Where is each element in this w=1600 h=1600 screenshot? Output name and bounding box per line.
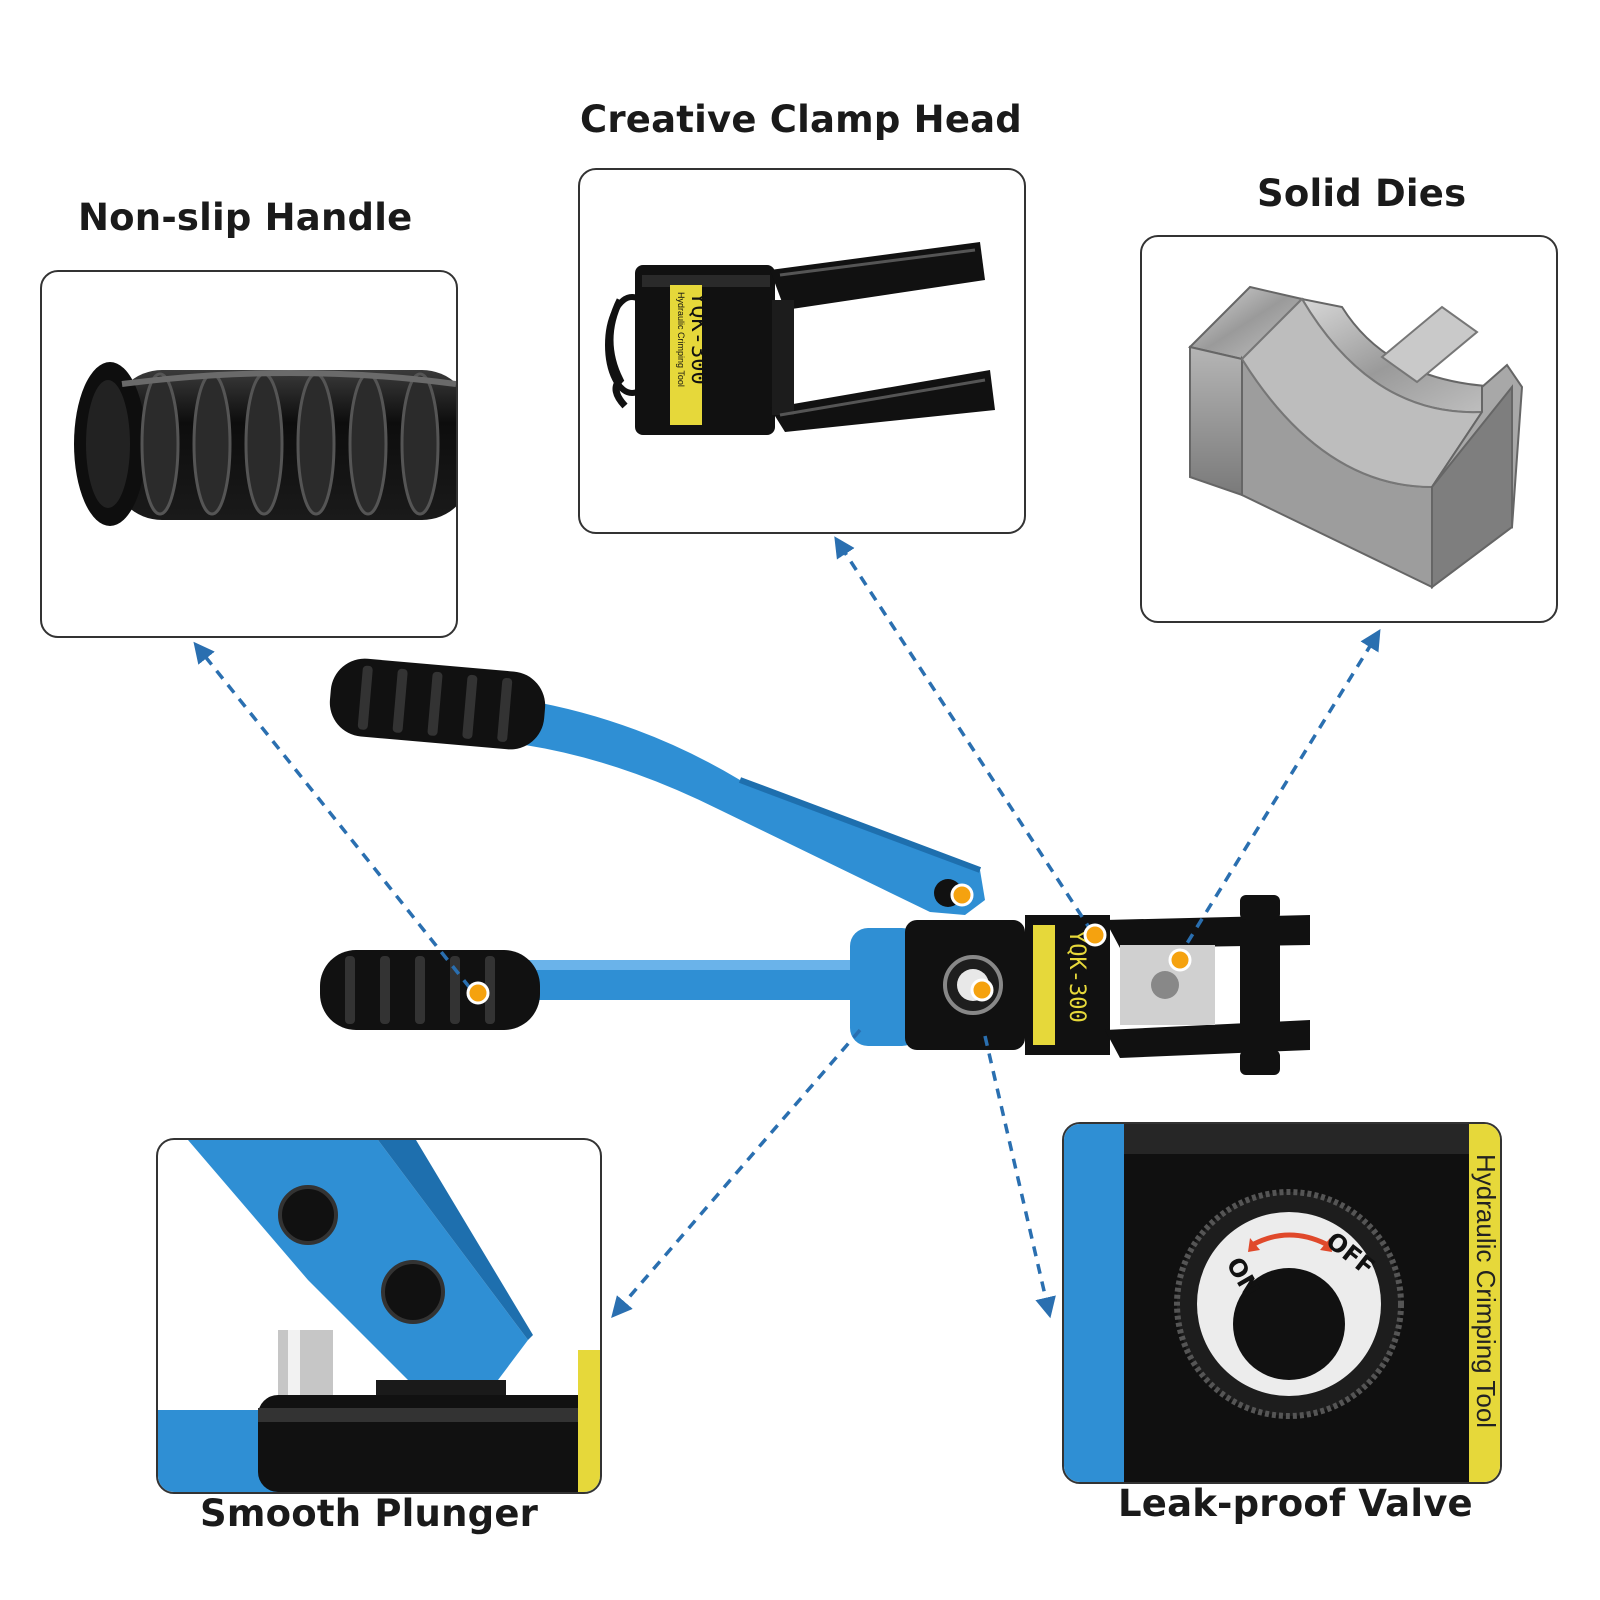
sticker-text: Hydraulic Crimping Tool bbox=[676, 292, 686, 387]
arrow-valve bbox=[983, 1035, 1056, 1319]
clamp-head-image: YQK-300 Hydraulic Crimping Tool bbox=[605, 242, 995, 435]
pump-body: YQK-300 bbox=[850, 895, 1310, 1075]
lower-handle bbox=[320, 950, 860, 1030]
plunger-image bbox=[158, 1140, 600, 1492]
handle-closeup-panel bbox=[40, 270, 458, 638]
arrow-handle bbox=[193, 641, 472, 990]
yellow-sticker bbox=[670, 285, 702, 425]
label-non-slip-handle: Non-slip Handle bbox=[78, 196, 413, 239]
dies-image bbox=[1188, 285, 1524, 589]
arrow-plunger bbox=[611, 1028, 862, 1318]
label-leak-proof-valve: Leak-proof Valve bbox=[1118, 1482, 1473, 1525]
label-solid-dies: Solid Dies bbox=[1257, 172, 1467, 215]
tool-model-text: YQK-300 bbox=[1064, 930, 1089, 1023]
upper-lever bbox=[329, 658, 985, 915]
valve-closeup-panel: Hydraulic Crimping Tool ON OFF bbox=[1062, 1122, 1502, 1484]
marker-plunger bbox=[950, 883, 974, 907]
plunger-closeup-panel bbox=[156, 1138, 602, 1494]
valve-image: Hydraulic Crimping Tool ON OFF bbox=[1064, 1124, 1500, 1482]
clamp-head-closeup-panel: YQK-300 Hydraulic Crimping Tool bbox=[578, 168, 1026, 534]
arrow-clamp-head bbox=[834, 536, 1094, 933]
handle-grip-image bbox=[74, 362, 456, 526]
arrow-dies bbox=[1176, 629, 1381, 959]
model-text: YQK-300 bbox=[686, 292, 711, 385]
label-creative-clamp-head: Creative Clamp Head bbox=[580, 98, 1022, 141]
valve-arrow-icon bbox=[1252, 1232, 1328, 1247]
label-smooth-plunger: Smooth Plunger bbox=[200, 1492, 539, 1535]
solid-dies-closeup-panel bbox=[1140, 235, 1558, 623]
marker-clamp-head bbox=[1083, 923, 1107, 947]
marker-handle bbox=[466, 981, 490, 1005]
marker-valve bbox=[970, 978, 994, 1002]
valve-sticker-text: Hydraulic Crimping Tool bbox=[1471, 1154, 1500, 1428]
marker-dies bbox=[1168, 948, 1192, 972]
